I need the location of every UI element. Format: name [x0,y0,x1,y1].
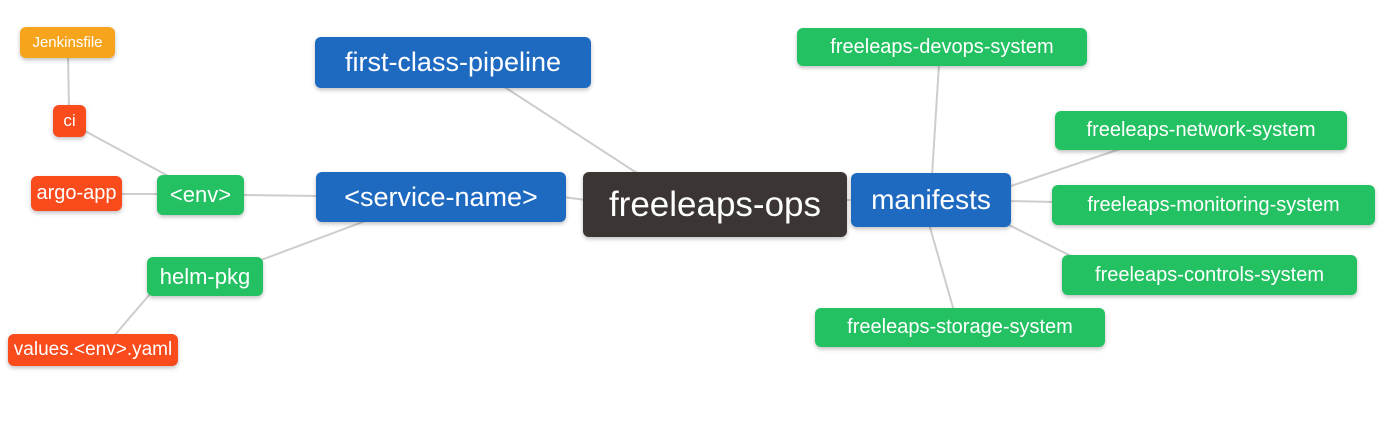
edge-valuesenvyaml-helmpkg [113,293,151,337]
edge-env-servicename [241,194,319,197]
node-env[interactable]: <env> [157,175,244,215]
edge-helmpkg-servicename [260,219,369,261]
edge-jenkinsfile-ci [67,54,70,109]
edge-servicename-freeleapsops [562,196,587,201]
node-ci[interactable]: ci [53,105,86,137]
node-jenkinsfile[interactable]: Jenkinsfile [20,27,115,58]
edge-manifests-devopssystem [931,63,940,177]
node-freeleaps-storage-system[interactable]: freeleaps-storage-system [815,308,1105,347]
node-helm-pkg[interactable]: helm-pkg [147,257,263,296]
node-freeleaps-network-system[interactable]: freeleaps-network-system [1055,111,1347,150]
node-freeleaps-devops-system[interactable]: freeleaps-devops-system [797,28,1087,66]
node-values-env-yaml[interactable]: values.<env>.yaml [8,334,178,366]
edge-manifests-networksystem [1007,147,1124,188]
node-first-class-pipeline[interactable]: first-class-pipeline [315,37,591,88]
node-service-name[interactable]: <service-name> [316,172,566,222]
node-argo-app[interactable]: argo-app [31,176,122,211]
edge-manifests-monitoringsystem [1007,200,1056,203]
node-freeleaps-controls-system[interactable]: freeleaps-controls-system [1062,255,1357,295]
edge-firstclasspipeline-freeleapsops [502,85,641,176]
node-manifests[interactable]: manifests [851,173,1011,227]
edge-manifests-storagesystem [928,223,955,312]
node-freeleaps-ops[interactable]: freeleaps-ops [583,172,847,237]
edge-manifests-controlssystem [1004,222,1076,259]
node-freeleaps-monitoring-system[interactable]: freeleaps-monitoring-system [1052,185,1375,225]
edge-ci-env [82,129,173,179]
